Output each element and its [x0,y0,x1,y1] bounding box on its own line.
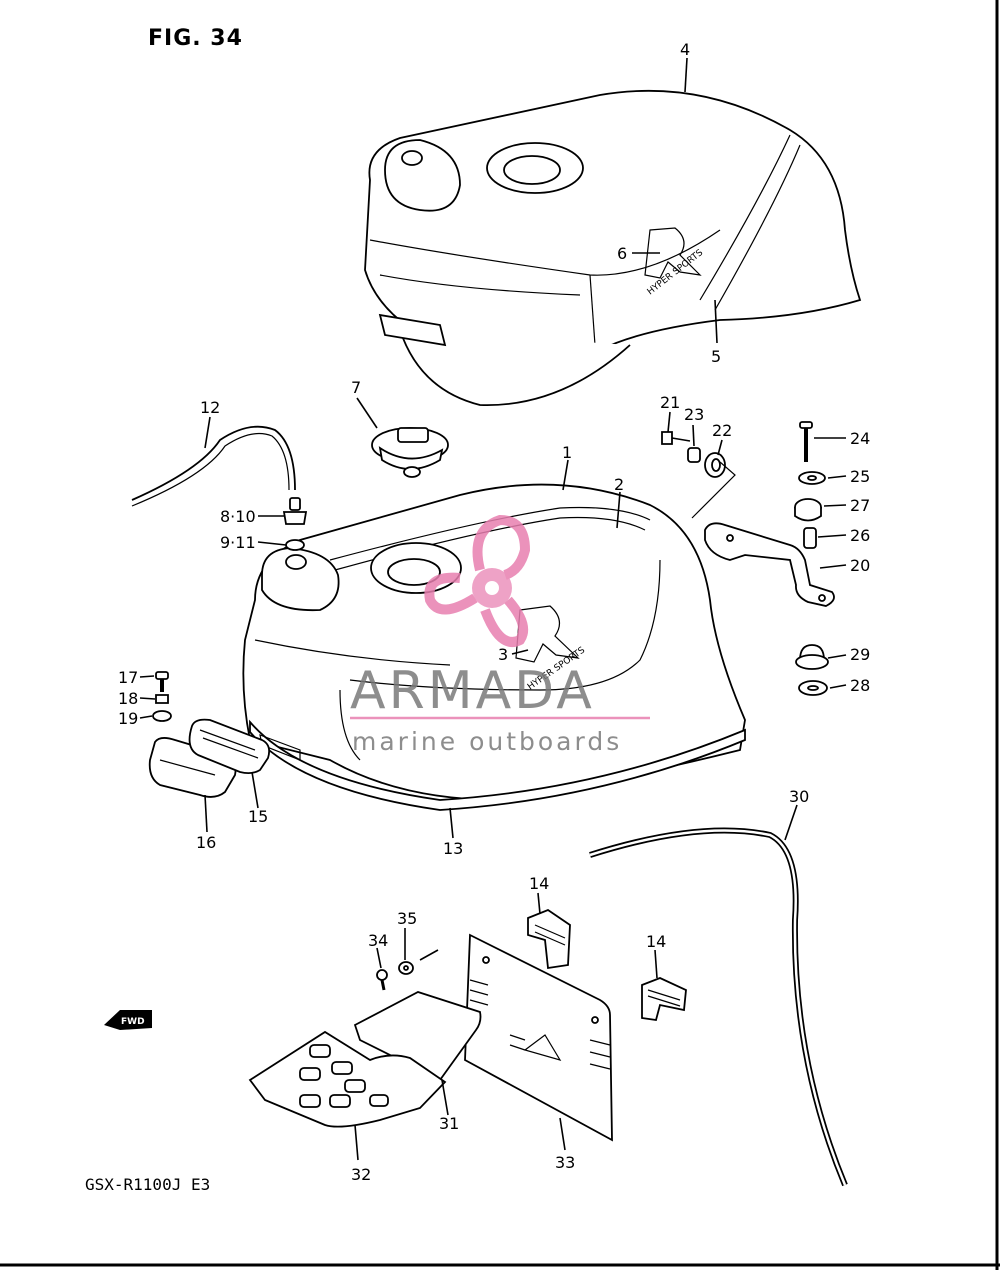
watermark-tagline: marine outboards [352,727,622,756]
callout-13: 13 [443,839,463,858]
callout-labels: 4 6 5 7 12 8·10 9·11 1 2 3 21 23 22 24 2… [118,40,870,1184]
callout-32: 32 [351,1165,371,1184]
callout-9-11: 9·11 [220,533,256,552]
leader-lines [139,57,847,1161]
propeller-logo-icon [424,514,531,647]
callout-16: 16 [196,833,216,852]
watermark: ARMADA marine outboards [350,514,650,756]
callout-12: 12 [200,398,220,417]
callout-3: 3 [498,645,508,664]
callout-14-lower: 14 [646,932,666,951]
heat-insulator-assembly [248,908,687,1142]
fwd-label: FWD [121,1017,145,1027]
fuel-cap [371,427,449,478]
forward-arrow-icon: FWD [104,1010,152,1030]
breather-hose [131,425,296,501]
callout-26: 26 [850,526,870,545]
callout-19: 19 [118,709,138,728]
mounting-hardware [661,421,835,696]
fuel-fitting [282,497,308,551]
callout-22: 22 [712,421,732,440]
callout-5: 5 [711,347,721,366]
callout-18: 18 [118,689,138,708]
callout-30: 30 [789,787,809,806]
rear-bracket-assembly [148,671,271,798]
callout-25: 25 [850,467,870,486]
callout-27: 27 [850,496,870,515]
figure-title: FIG. 34 [148,26,243,51]
model-code: GSX-R1100J E3 [85,1175,210,1194]
watermark-brand: ARMADA [350,661,595,721]
callout-14-upper: 14 [529,874,549,893]
callout-34: 34 [368,931,388,950]
callout-33: 33 [555,1153,575,1172]
callout-7: 7 [351,378,361,397]
callout-21: 21 [660,393,680,412]
upper-fuel-tank: HYPER SPORTS [364,89,862,406]
callout-17: 17 [118,668,138,687]
callout-20: 20 [850,556,870,575]
callout-29: 29 [850,645,870,664]
callout-8-10: 8·10 [220,507,256,526]
callout-2: 2 [614,475,624,494]
callout-4: 4 [680,40,690,59]
callout-23: 23 [684,405,704,424]
callout-1: 1 [562,443,572,462]
callout-28: 28 [850,676,870,695]
callout-35: 35 [397,909,417,928]
callout-6: 6 [617,244,627,263]
callout-24: 24 [850,429,870,448]
callout-15: 15 [248,807,268,826]
main-fuel-tank: HYPER SPORTS [242,483,746,811]
drain-hose [589,827,848,1187]
callout-31: 31 [439,1114,459,1133]
